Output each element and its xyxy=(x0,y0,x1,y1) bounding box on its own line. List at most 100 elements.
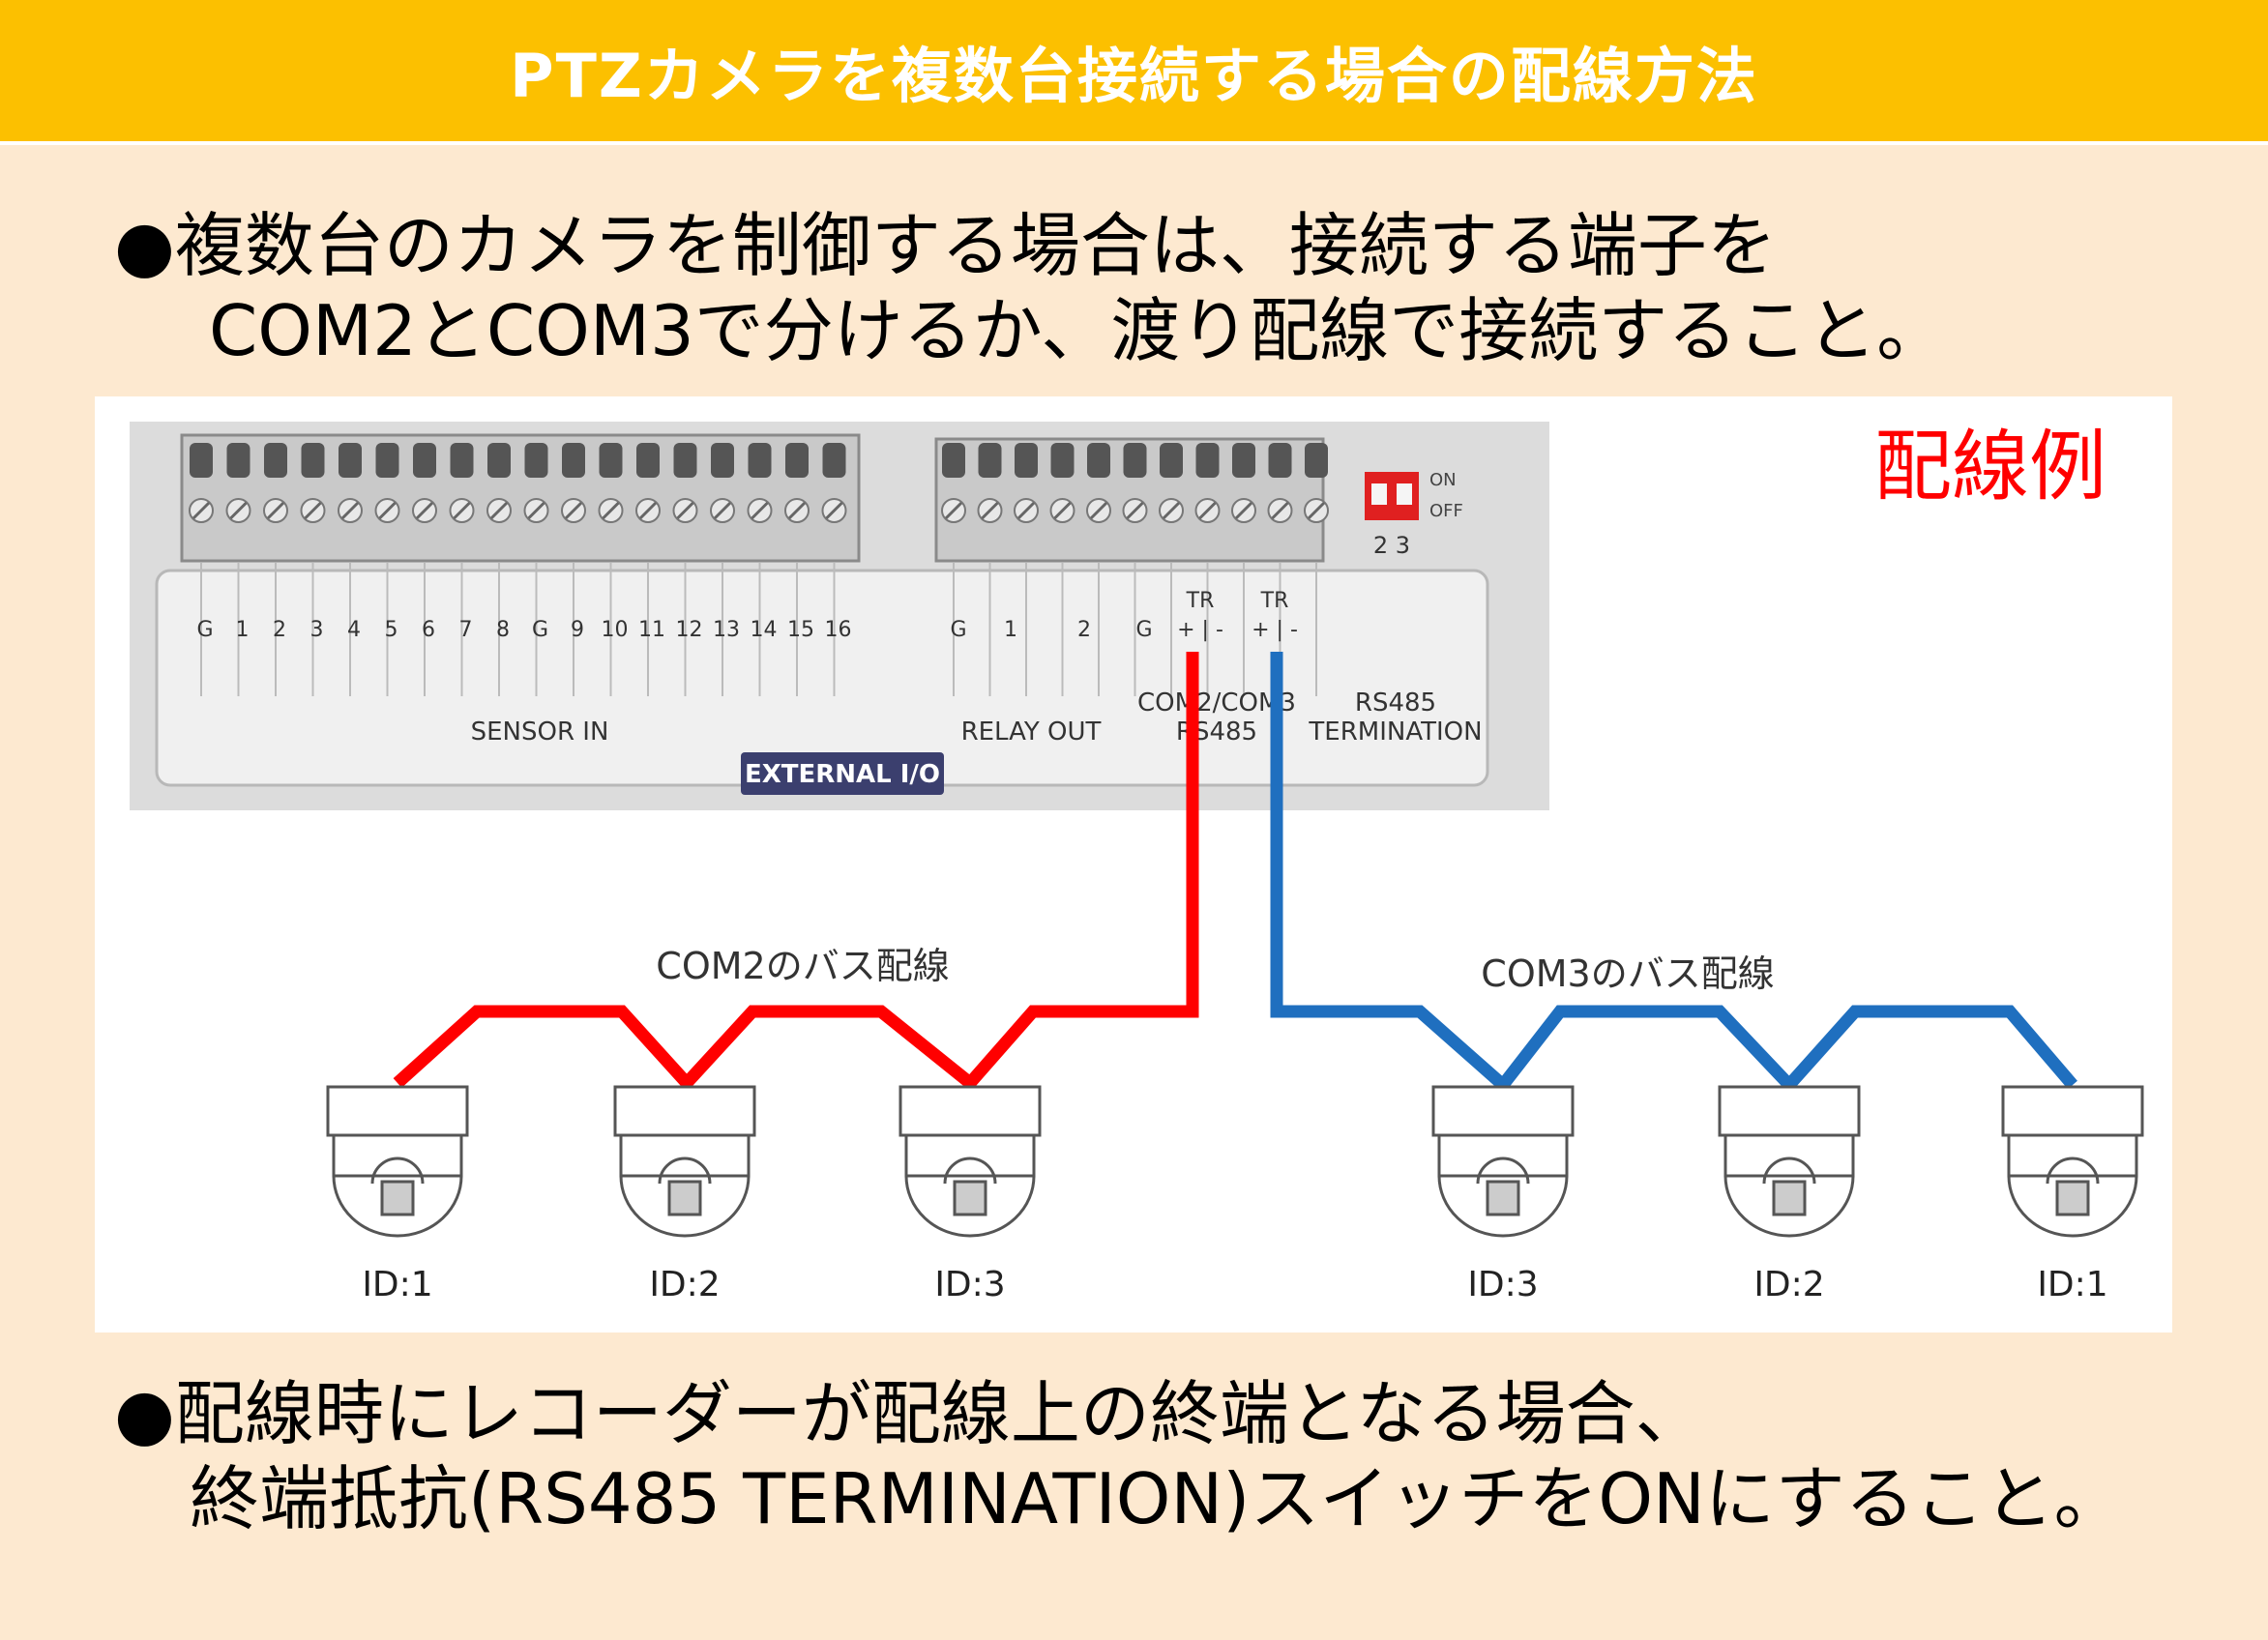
camera-lens-arc xyxy=(370,1157,425,1185)
pin-label: 14 xyxy=(751,618,778,642)
pin-label: 3 xyxy=(310,618,324,642)
terminal-slot xyxy=(1232,443,1255,478)
camera-mid-housing xyxy=(2007,1133,2138,1178)
tr-pins-com3: + | - xyxy=(1252,618,1298,642)
pin-label: G xyxy=(1135,618,1152,642)
terminal-slot xyxy=(1015,443,1038,478)
dip-on-label: ON xyxy=(1429,470,1457,490)
camera-lens-arc xyxy=(658,1157,712,1185)
terminal-slot xyxy=(1195,443,1220,478)
pin-label: 8 xyxy=(496,618,510,642)
com-label-line-1: COM2/COM3 xyxy=(1137,688,1296,718)
terminal-screw-slot xyxy=(1162,501,1181,520)
terminal-screw-slot xyxy=(676,501,694,520)
terminal-slot xyxy=(822,443,846,478)
terminal-slot xyxy=(1123,443,1147,478)
pin-label: 10 xyxy=(602,618,629,642)
pin-label: 4 xyxy=(347,618,361,642)
pin-label: 5 xyxy=(385,618,398,642)
pin-label: 12 xyxy=(676,618,703,642)
camera-lens-arc xyxy=(2046,1157,2100,1185)
camera-id-label: ID:3 xyxy=(934,1265,1005,1304)
terminal-slot xyxy=(375,443,399,478)
terminal-slot xyxy=(673,443,697,478)
terminal-slot xyxy=(1268,443,1292,478)
camera-mid-housing xyxy=(332,1133,463,1178)
terminal-screw-slot xyxy=(415,501,434,520)
tr-label-com2: TR xyxy=(1186,589,1215,613)
terminal-screw-slot xyxy=(825,501,843,520)
terminal-slot xyxy=(562,443,585,478)
terminal-screw-slot xyxy=(638,501,658,520)
pin-label: G xyxy=(196,618,213,642)
rs485-label-line-2: TERMINATION xyxy=(1308,718,1482,747)
dip-switch-lever-3 xyxy=(1397,483,1412,505)
terminal-screw-slot xyxy=(751,501,769,520)
tr-pins-com2: + | - xyxy=(1177,618,1223,642)
pin-label: G xyxy=(950,618,966,642)
camera-id-label: ID:1 xyxy=(362,1265,432,1304)
terminal-screw-slot xyxy=(378,501,397,520)
external-io-badge xyxy=(741,752,944,795)
camera-top-housing xyxy=(1431,1085,1575,1137)
pin-label: 1 xyxy=(236,618,250,642)
terminal-screw-slot xyxy=(340,501,360,520)
terminal-screw-slot xyxy=(1198,501,1217,520)
terminal-screw-slot xyxy=(1307,501,1326,520)
terminal-slot xyxy=(1160,443,1183,478)
terminal-screw-slot xyxy=(304,501,322,520)
terminal-screw-slot xyxy=(602,501,620,520)
pin-label: 13 xyxy=(713,618,740,642)
bullet-1-line-1: ●複数台のカメラを制御する場合は、接続する端子を xyxy=(114,205,1777,286)
dome-camera: ID:2 xyxy=(613,1085,756,1304)
pin-label: 16 xyxy=(825,618,852,642)
bullet-2-line-1: ●配線時にレコーダーが配線上の終端となる場合、 xyxy=(114,1373,1705,1454)
dome-camera: ID:2 xyxy=(1718,1085,1861,1304)
terminal-screw-slot xyxy=(944,501,963,520)
terminal-slot xyxy=(1305,443,1328,478)
camera-lens xyxy=(380,1180,415,1216)
pin-label: 11 xyxy=(638,618,665,642)
terminal-screw-slot xyxy=(564,501,583,520)
camera-top-housing xyxy=(898,1085,1042,1137)
page-title: PTZカメラを複数台接続する場合の配線方法 xyxy=(510,41,1758,111)
terminal-slot xyxy=(978,443,1002,478)
terminal-slot xyxy=(339,443,362,478)
tr-label-com3: TR xyxy=(1260,589,1289,613)
camera-id-label: ID:2 xyxy=(649,1265,720,1304)
terminal-screw-slot xyxy=(713,501,732,520)
terminal-screw-slot xyxy=(453,501,471,520)
terminal-slot xyxy=(264,443,287,478)
terminal-screw-slot xyxy=(1126,501,1144,520)
terminal-slot xyxy=(599,443,623,478)
terminal-screw-slot xyxy=(1089,501,1108,520)
terminal-screw-slot xyxy=(191,501,211,520)
terminal-slot xyxy=(487,443,511,478)
pin-label: G xyxy=(532,618,548,642)
pin-label: 9 xyxy=(571,618,584,642)
rs485-label-line-1: RS485 xyxy=(1355,688,1436,718)
camera-lens xyxy=(1772,1180,1807,1216)
terminal-screw-slot xyxy=(527,501,545,520)
terminal-screw-slot xyxy=(266,501,285,520)
terminal-screw-slot xyxy=(1271,501,1289,520)
terminal-slot xyxy=(711,443,734,478)
camera-mid-housing xyxy=(619,1133,751,1178)
camera-top-housing xyxy=(2001,1085,2144,1137)
camera-lens-arc xyxy=(1762,1157,1816,1185)
camera-id-label: ID:2 xyxy=(1753,1265,1824,1304)
camera-lens xyxy=(667,1180,702,1216)
dip-off-label: OFF xyxy=(1429,501,1463,521)
relay-terminal-screws xyxy=(941,443,1329,696)
terminal-slot xyxy=(942,443,965,478)
wiring-example-label: 配線例 xyxy=(1874,422,2106,512)
dome-camera: ID:3 xyxy=(1431,1085,1575,1304)
camera-lens xyxy=(2055,1180,2090,1216)
sensor-terminal-block xyxy=(180,433,861,563)
camera-mid-housing xyxy=(904,1133,1036,1178)
dome-camera: ID:1 xyxy=(2001,1085,2144,1304)
camera-lens-arc xyxy=(943,1157,997,1185)
